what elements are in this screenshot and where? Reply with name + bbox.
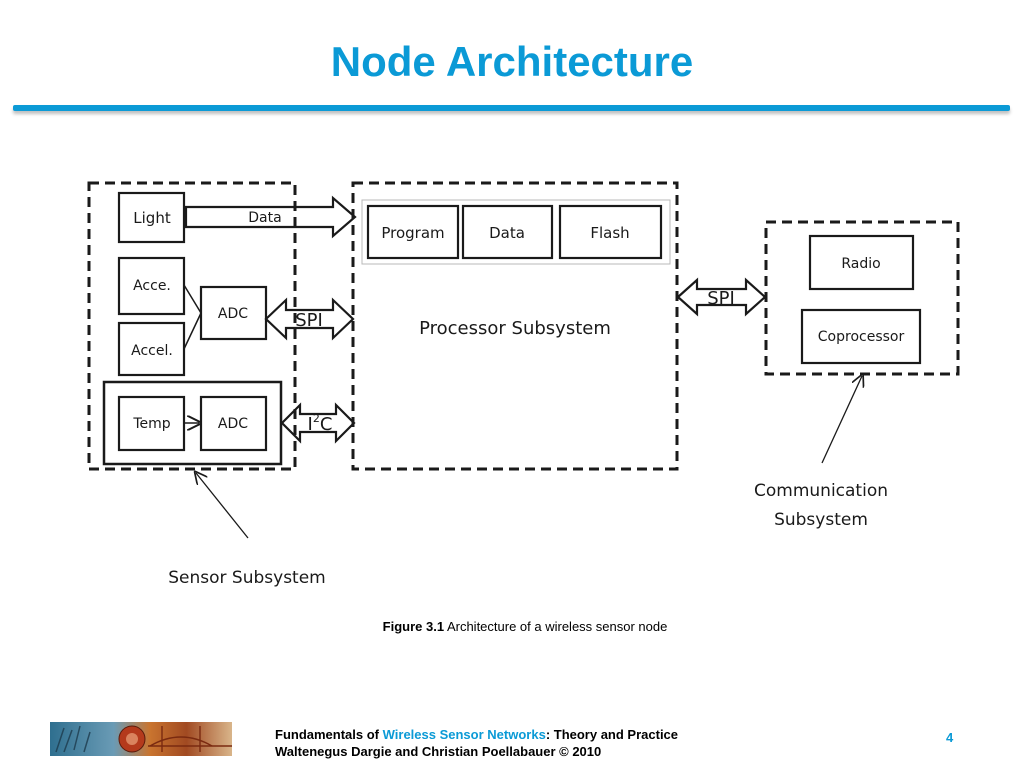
coprocessor-box	[800, 308, 922, 365]
i2c-bus-arrow	[280, 402, 356, 444]
adc-label-1: ADC	[218, 306, 248, 322]
spi-label-comm: SPI	[707, 288, 735, 309]
footer-line-2: Waltenegus Dargie and Christian Poellaba…	[275, 744, 602, 759]
data-bus-arrow	[184, 195, 357, 239]
data-label: Data	[489, 224, 525, 242]
memory-group-box	[361, 199, 671, 265]
adc-label-2: ADC	[218, 416, 248, 432]
radio-box	[808, 234, 915, 291]
i2c-label: I2C	[308, 412, 333, 435]
flash-label: Flash	[590, 224, 629, 242]
communication-subsystem-pointer	[821, 376, 862, 464]
slide-title: Node Architecture	[330, 38, 694, 85]
page-number: 4	[946, 730, 954, 745]
sensor-subsystem-pointer	[196, 473, 249, 539]
accel-to-adc-line	[183, 312, 202, 350]
communication-subsystem-label-line1: Communication	[754, 481, 888, 501]
light-label: Light	[133, 209, 171, 227]
footer-banner-image	[50, 722, 232, 756]
sensor-subsystem-label: Sensor Subsystem	[168, 568, 326, 588]
acce-to-adc-line	[183, 284, 202, 314]
communication-subsystem-boundary	[764, 220, 960, 376]
light-sensor-box	[117, 191, 186, 244]
temp-label: Temp	[132, 416, 170, 432]
coprocessor-label: Coprocessor	[818, 329, 905, 345]
accel-label: Accel.	[131, 343, 173, 359]
processor-subsystem-boundary	[351, 181, 679, 471]
flash-memory-box	[558, 204, 663, 260]
figure-number: Figure 3.1	[382, 619, 445, 634]
data-memory-box	[461, 204, 554, 260]
communication-subsystem-label-line2: Subsystem	[774, 510, 868, 530]
sensor-subsystem-boundary	[87, 181, 297, 471]
program-label: Program	[381, 224, 444, 242]
spi-label-sensor: SPI	[295, 310, 323, 331]
program-memory-box	[366, 204, 460, 260]
spi-bus-arrow-sensor	[264, 297, 355, 341]
title-divider	[13, 105, 1010, 111]
footer-book-title: Wireless Sensor Networks	[382, 727, 546, 742]
footer-line-1: Fundamentals of Wireless Sensor Networks…	[275, 727, 679, 742]
processor-subsystem-label: Processor Subsystem	[419, 318, 611, 339]
radio-label: Radio	[841, 256, 880, 272]
footer-citation: Fundamentals of Wireless Sensor Networks…	[275, 726, 678, 760]
spi-bus-arrow-comm	[676, 277, 767, 317]
figure-caption: Figure 3.1 Architecture of a wireless se…	[0, 619, 1024, 634]
figure-caption-text: Architecture of a wireless sensor node	[444, 619, 668, 634]
acce-label: Acce.	[133, 278, 171, 294]
data-arrow-label: Data	[248, 210, 281, 226]
